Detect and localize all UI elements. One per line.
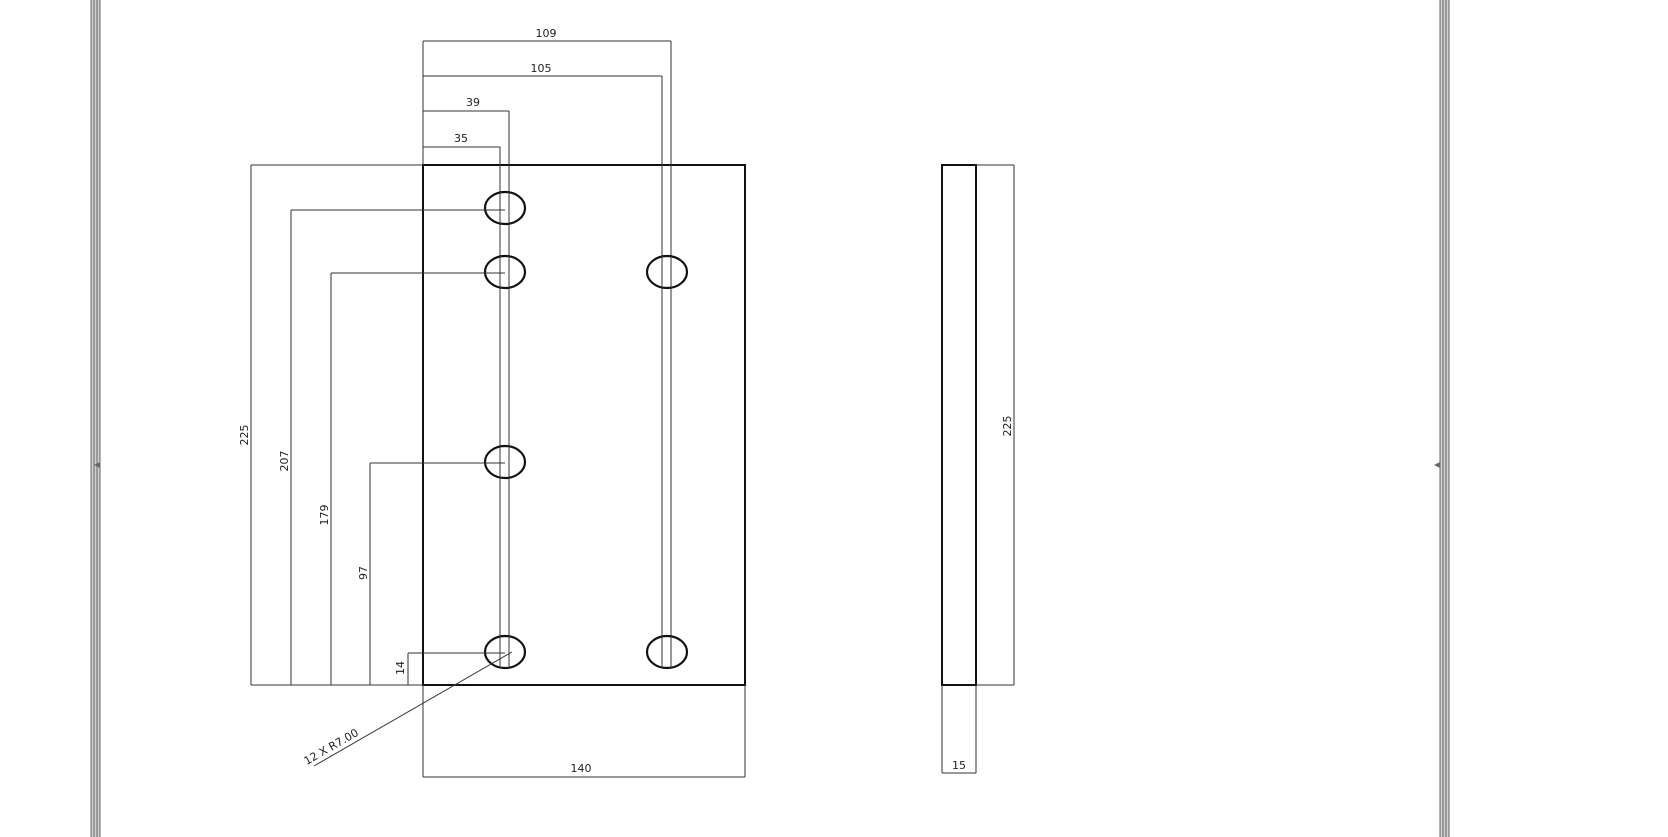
dimension-105: 105 (531, 62, 552, 75)
plate-outline (422, 164, 746, 686)
hole (483, 634, 527, 670)
dimension-14: 14 (394, 661, 407, 675)
sheet-border-right (1434, 0, 1450, 837)
dimension-35: 35 (454, 132, 468, 145)
dimension-97: 97 (357, 566, 370, 580)
dimension-15: 15 (952, 759, 966, 772)
dimension-39: 39 (466, 96, 480, 109)
callout-leader (313, 651, 513, 767)
hole (483, 444, 527, 480)
hole (483, 190, 527, 226)
dimension-109: 109 (536, 27, 557, 40)
front-view: 109 105 39 35 225 207 179 97 14 12 X R7.… (238, 27, 746, 778)
hole-radius-callout: 12 X R7.00 (302, 726, 361, 768)
side-view: 225 15 (941, 164, 1015, 774)
hole (483, 254, 527, 290)
dimension-140: 140 (571, 762, 592, 775)
dimension-225: 225 (238, 425, 251, 446)
dimension-179: 179 (318, 505, 331, 526)
side-dimension-225: 225 (1001, 416, 1014, 437)
hole (645, 634, 689, 670)
side-plate-outline (941, 164, 977, 686)
dimension-207: 207 (278, 451, 291, 472)
hole (645, 254, 689, 290)
sheet-border-left (90, 0, 101, 837)
